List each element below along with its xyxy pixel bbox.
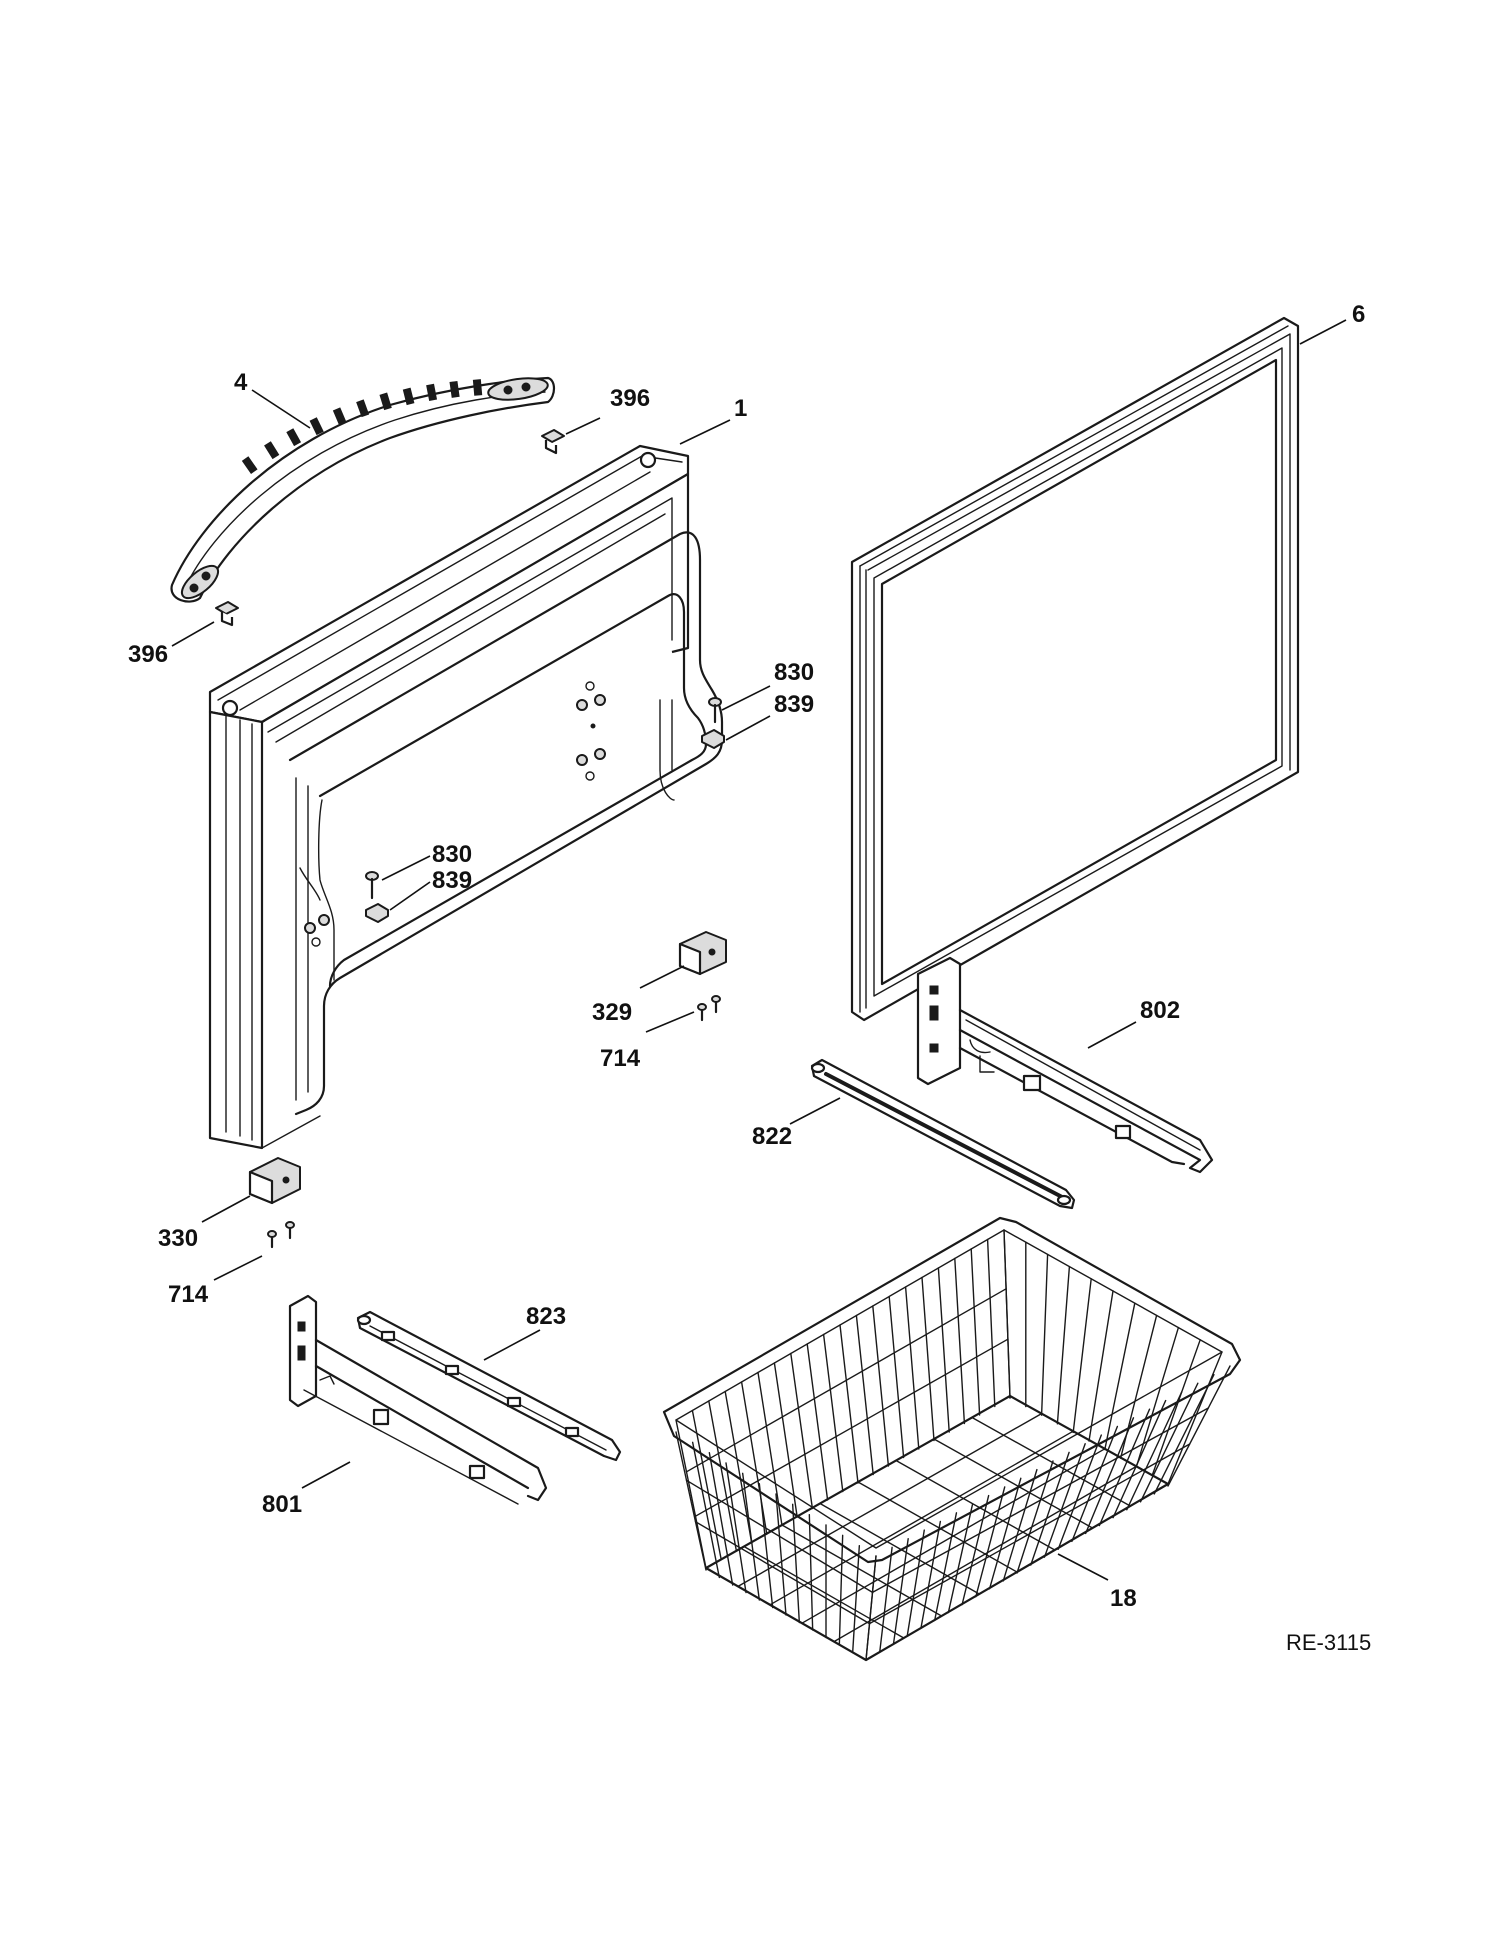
callout-screw-upper-right: 830: [774, 659, 814, 686]
freezer-door-part: [208, 444, 724, 1150]
bracket-330-part: [248, 1157, 301, 1205]
callout-gasket: 6: [1352, 301, 1365, 328]
slide-823-part: [356, 1310, 622, 1462]
callout-rail-left: 801: [262, 1491, 302, 1518]
screws-714-left-part: [267, 1221, 295, 1249]
leader-lines: [171, 319, 1347, 1581]
rail-802-part: [916, 956, 1214, 1174]
callout-screws-left: 714: [168, 1281, 209, 1308]
screw-top-part: [541, 429, 565, 455]
callout-bracket-right: 329: [592, 999, 632, 1026]
callout-slide-left: 823: [526, 1303, 566, 1330]
callout-bracket-left: 330: [158, 1225, 198, 1252]
screw-830-upper-part: [708, 697, 722, 724]
rail-801-part: [288, 1294, 548, 1505]
door-handle-part: [170, 376, 556, 603]
door-gasket-part: [850, 316, 1300, 1022]
callout-handle: 4: [234, 369, 248, 396]
callout-screw-inner: 830: [432, 841, 472, 868]
screw-bottom-part: [215, 601, 239, 627]
callout-screw-handle-top: 396: [610, 385, 650, 412]
callout-rail-right: 802: [1140, 997, 1180, 1024]
document-id: RE-3115: [1286, 1630, 1371, 1655]
wire-basket-part: [662, 1216, 1242, 1662]
screws-714-right-part: [697, 995, 721, 1022]
callout-clip-inner: 839: [432, 867, 472, 894]
crossbar-822-part: [810, 1058, 1076, 1210]
callout-basket: 18: [1110, 1585, 1137, 1612]
screw-830-inner-part: [365, 871, 379, 900]
clip-839-inner-part: [365, 903, 389, 923]
callout-crossbar: 822: [752, 1123, 792, 1150]
bracket-329-part: [678, 931, 727, 976]
callout-labels: 4 396 1 6 396 830 839 830 839 329 714 80…: [128, 301, 1371, 1655]
callout-screws-right: 714: [600, 1045, 641, 1072]
callout-screw-handle-bottom: 396: [128, 641, 168, 668]
clip-839-upper-part: [701, 729, 725, 749]
callout-door: 1: [734, 395, 747, 422]
callout-clip-upper-right: 839: [774, 691, 814, 718]
